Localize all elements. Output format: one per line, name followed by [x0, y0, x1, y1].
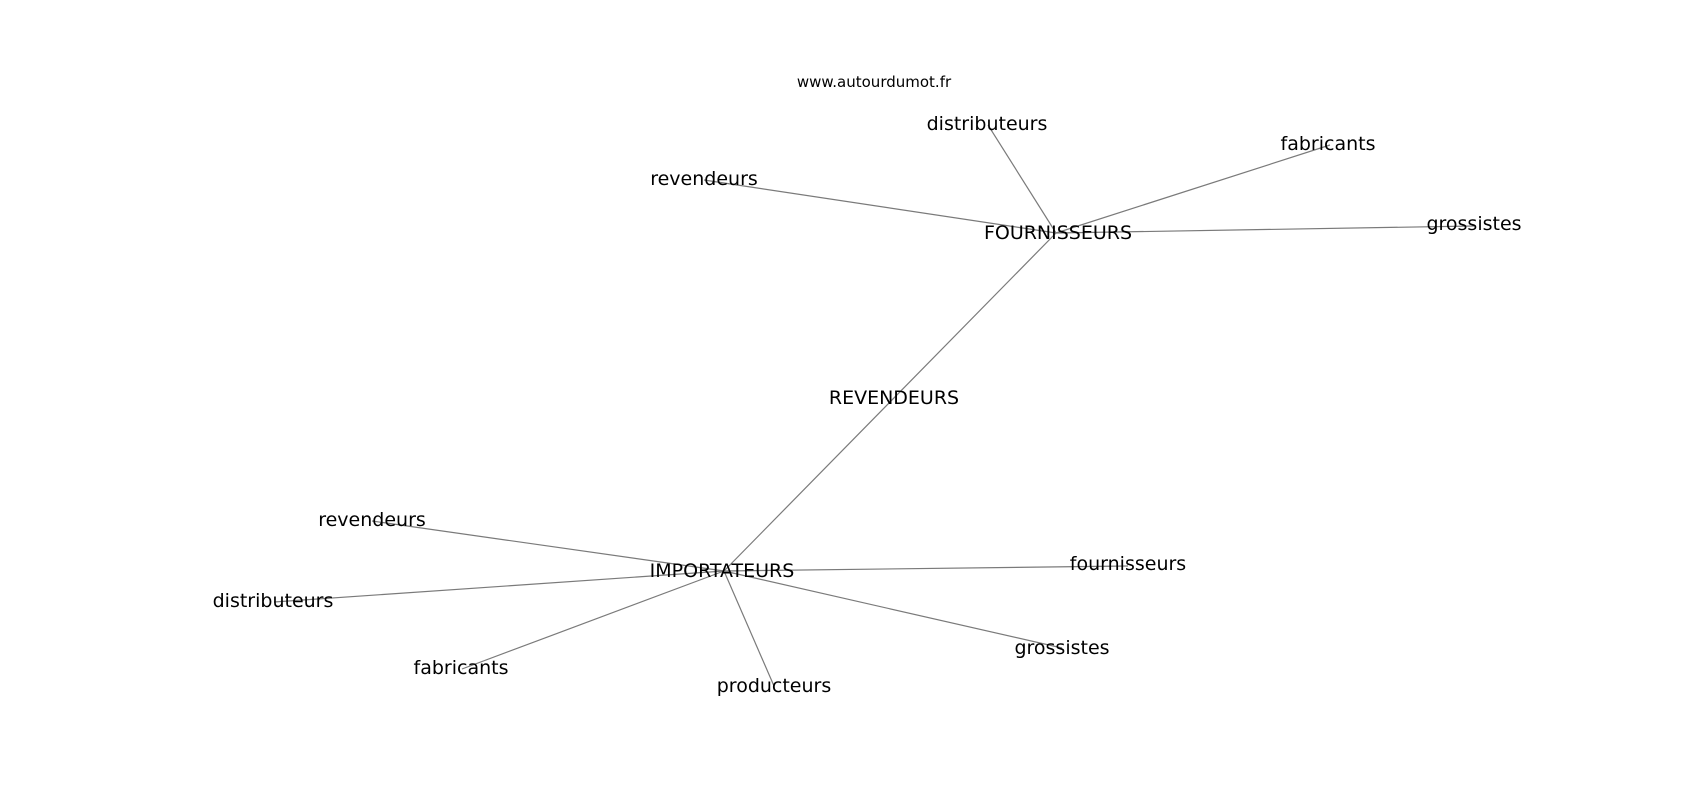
- node-revendeurs-hub[interactable]: REVENDEURS: [829, 387, 959, 409]
- edge-fournisseurs_hub-f_distributeurs: [987, 124, 1057, 234]
- edge-fournisseurs_hub-importateurs_hub: [723, 232, 1057, 572]
- edge-fournisseurs_hub-f_grossistes: [1055, 225, 1475, 234]
- node-i-revendeurs[interactable]: revendeurs: [318, 509, 426, 531]
- node-f-fabricants[interactable]: fabricants: [1281, 133, 1376, 155]
- edge-importateurs_hub-i_fournisseurs: [723, 565, 1129, 572]
- node-i-fournisseurs[interactable]: fournisseurs: [1070, 553, 1186, 575]
- edge-importateurs_hub-i_revendeurs: [371, 520, 725, 572]
- node-i-fabricants[interactable]: fabricants: [414, 657, 509, 679]
- node-i-producteurs[interactable]: producteurs: [717, 675, 832, 697]
- nodes-layer: REVENDEURS FOURNISSEURS IMPORTATEURS distri…: [213, 113, 1522, 697]
- node-i-grossistes[interactable]: grossistes: [1014, 637, 1109, 659]
- watermark-url: www.autourdumot.fr: [797, 73, 952, 91]
- node-f-grossistes[interactable]: grossistes: [1426, 213, 1521, 235]
- edge-importateurs_hub-i_distributeurs: [273, 570, 725, 603]
- node-f-distributeurs[interactable]: distributeurs: [927, 113, 1048, 135]
- edges-layer: [273, 124, 1475, 687]
- node-f-revendeurs[interactable]: revendeurs: [650, 168, 758, 190]
- node-i-distributeurs[interactable]: distributeurs: [213, 590, 334, 612]
- edge-fournisseurs_hub-f_revendeurs: [703, 179, 1057, 234]
- edge-fournisseurs_hub-f_fabricants: [1055, 144, 1331, 234]
- edge-importateurs_hub-i_grossistes: [723, 570, 1063, 649]
- node-fournisseurs-hub[interactable]: FOURNISSEURS: [984, 222, 1132, 244]
- edge-importateurs_hub-i_producteurs: [723, 570, 775, 687]
- node-importateurs-hub[interactable]: IMPORTATEURS: [650, 560, 795, 582]
- edge-importateurs_hub-i_fabricants: [461, 570, 725, 670]
